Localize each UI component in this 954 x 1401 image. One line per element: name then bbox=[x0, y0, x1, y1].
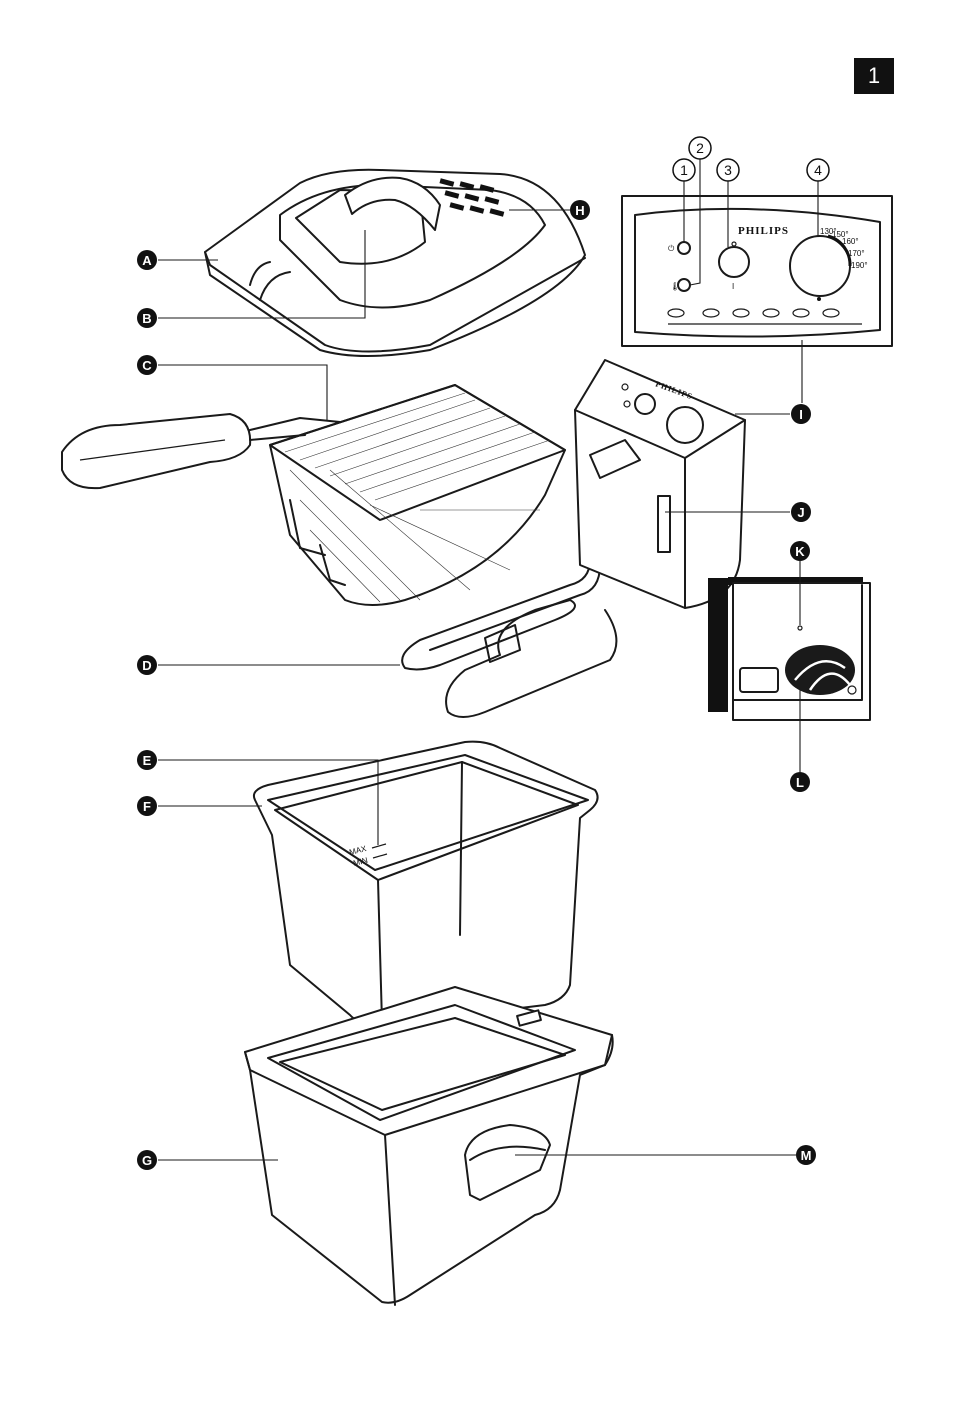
food-icons bbox=[667, 308, 862, 325]
power-button bbox=[677, 241, 691, 255]
control-number-3: 3 bbox=[716, 158, 740, 182]
callout-m: M bbox=[515, 1145, 816, 1165]
svg-text:H: H bbox=[575, 203, 584, 218]
svg-text:1: 1 bbox=[680, 162, 688, 178]
frying-basket bbox=[61, 384, 566, 606]
dial-scale: 130° 150° 160° 170° 190° bbox=[820, 227, 868, 270]
svg-text:I: I bbox=[799, 407, 803, 422]
svg-text:190°: 190° bbox=[851, 261, 868, 270]
svg-text:K: K bbox=[795, 544, 805, 559]
control-number-1: 1 bbox=[672, 158, 696, 182]
panel-brand: PHILIPS bbox=[738, 225, 789, 237]
inset-detail bbox=[708, 577, 871, 721]
oil-tank: MAX MIN bbox=[252, 740, 599, 1027]
callout-b: B bbox=[137, 230, 366, 328]
basket-mesh bbox=[284, 392, 551, 603]
svg-text:130°: 130° bbox=[820, 227, 837, 236]
svg-text:E: E bbox=[143, 753, 152, 768]
page-number: 1 bbox=[854, 58, 894, 94]
min-mark: MIN bbox=[352, 856, 369, 868]
svg-text:J: J bbox=[797, 505, 804, 520]
callout-f: F bbox=[137, 796, 262, 816]
svg-text:G: G bbox=[142, 1153, 152, 1168]
callout-e: E bbox=[137, 750, 379, 845]
power-symbol: ⏻ bbox=[668, 244, 675, 253]
callout-j: J bbox=[665, 502, 811, 522]
control-number-2: 2 bbox=[688, 136, 712, 160]
control-number-4: 4 bbox=[806, 158, 830, 182]
heat-symbol: 🌡 bbox=[670, 282, 680, 291]
max-mark: MAX bbox=[348, 844, 368, 857]
callout-a: A bbox=[137, 250, 218, 270]
control-unit: PHILIPS bbox=[574, 359, 746, 609]
housing bbox=[244, 986, 614, 1306]
switch-mark: I bbox=[732, 282, 734, 291]
svg-text:3: 3 bbox=[724, 162, 732, 178]
svg-text:C: C bbox=[142, 358, 152, 373]
svg-text:150°: 150° bbox=[832, 230, 849, 239]
callout-h: H bbox=[509, 200, 590, 220]
svg-text:2: 2 bbox=[696, 140, 704, 156]
svg-text:M: M bbox=[801, 1148, 812, 1163]
lid-vents bbox=[439, 178, 505, 217]
callout-k: K bbox=[790, 541, 810, 625]
reset-button bbox=[657, 495, 671, 553]
callout-i: I bbox=[735, 340, 811, 424]
svg-text:A: A bbox=[142, 253, 152, 268]
svg-text:160°: 160° bbox=[842, 237, 859, 246]
callout-d: D bbox=[137, 655, 400, 675]
svg-text:D: D bbox=[142, 658, 151, 673]
svg-text:4: 4 bbox=[814, 162, 822, 178]
svg-text:B: B bbox=[142, 311, 151, 326]
callout-c: C bbox=[137, 355, 328, 420]
svg-text:L: L bbox=[796, 775, 804, 790]
timer-knob bbox=[718, 246, 750, 278]
control-panel-detail: PHILIPS ⏻ 🌡 I 130° 150° 160° 170° 190° bbox=[621, 195, 893, 347]
lid bbox=[204, 168, 586, 357]
callout-g: G bbox=[137, 1150, 278, 1170]
callout-l: L bbox=[790, 690, 810, 792]
svg-text:170°: 170° bbox=[848, 249, 865, 258]
svg-text:F: F bbox=[143, 799, 151, 814]
